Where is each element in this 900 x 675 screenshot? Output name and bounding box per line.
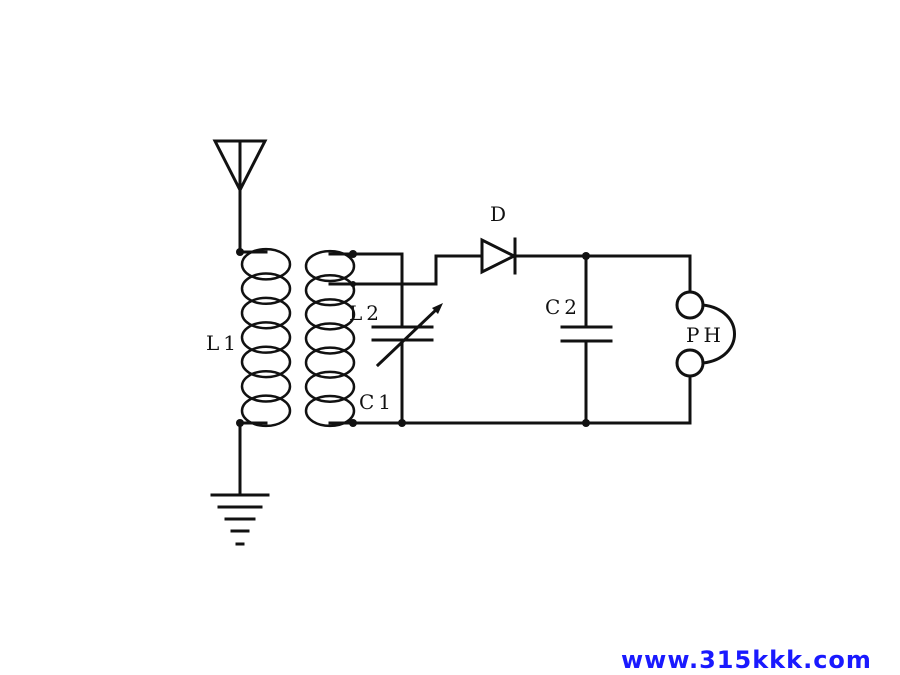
coil-turn [240, 247, 292, 281]
coil-turn [304, 370, 356, 404]
coil-turn [240, 394, 292, 428]
coil-turn [304, 346, 356, 379]
coil-turn [240, 321, 292, 354]
capacitor-c2 [560, 252, 613, 427]
coil-turn [304, 249, 356, 283]
coil-l1 [236, 247, 292, 497]
coil-turn [240, 345, 292, 379]
label-d: D [490, 202, 506, 226]
label-c1: C1 [359, 390, 395, 414]
headphones-ph [584, 254, 736, 425]
variable-capacitor-c1 [371, 252, 443, 425]
diode-d [480, 237, 588, 275]
coil-turn [304, 298, 356, 331]
coil-turn [240, 369, 292, 403]
label-ph: PH [686, 323, 725, 347]
coil-turn [304, 322, 356, 355]
label-l2: L2 [349, 301, 383, 325]
label-c2: C2 [545, 295, 581, 319]
watermark: www.315kkk.com [621, 646, 872, 674]
coil-turn [240, 272, 292, 306]
coil-turn [240, 296, 292, 330]
coil-turn [304, 273, 356, 307]
coil-l2 [304, 249, 484, 428]
ground-symbol [210, 493, 270, 546]
bottom-rail-wire [351, 419, 692, 427]
coil-turn [304, 394, 356, 428]
label-l1: L1 [206, 331, 240, 355]
antenna-symbol [212, 139, 268, 254]
